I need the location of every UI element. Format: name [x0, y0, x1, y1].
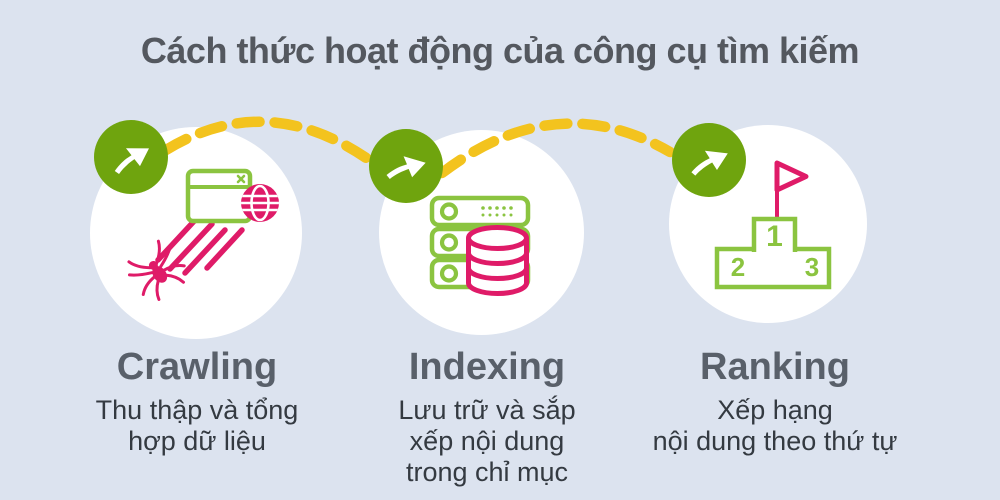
step-description: Thu thập và tổng hợp dữ liệu: [27, 395, 367, 457]
step-label-crawling: Crawling Thu thập và tổng hợp dữ liệu: [27, 346, 367, 457]
description-line: hợp dữ liệu: [128, 426, 266, 456]
arrow-right-icon: [114, 148, 149, 175]
step-badge-crawling: [94, 120, 168, 194]
description-line: Xếp hạng: [717, 395, 833, 425]
step-heading: Ranking: [700, 346, 850, 388]
description-line: Lưu trữ và sắp: [398, 395, 576, 425]
step-heading: Indexing: [408, 346, 566, 388]
description-line: xếp nội dung: [409, 426, 565, 456]
step-label-ranking: Ranking Xếp hạng nội dung theo thứ tự: [605, 346, 945, 457]
arrow-right-icon: [691, 150, 728, 176]
description-line: Thu thập và tổng: [95, 395, 299, 425]
page-title: Cách thức hoạt động của công cụ tìm kiếm: [140, 30, 860, 71]
step-description: Xếp hạng nội dung theo thứ tự: [605, 395, 945, 457]
description-line: nội dung theo thứ tự: [652, 426, 898, 456]
step-label-indexing: Indexing Lưu trữ và sắp xếp nội dung tro…: [317, 346, 657, 488]
description-line: trong chỉ mục: [405, 457, 569, 487]
step-badge-ranking: [672, 123, 746, 197]
step-badge-indexing: [369, 129, 443, 203]
arrow-right-icon: [386, 156, 426, 180]
step-description: Lưu trữ và sắp xếp nội dung trong chỉ mụ…: [317, 395, 657, 488]
step-heading: Crawling: [116, 346, 278, 388]
